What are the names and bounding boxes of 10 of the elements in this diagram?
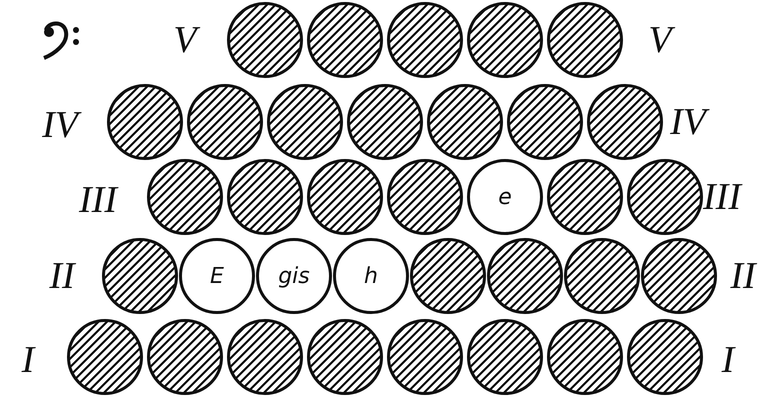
note-button: gis <box>256 238 332 314</box>
row-numeral: III <box>703 178 741 216</box>
note-button: E <box>179 238 255 314</box>
note-button: h <box>333 238 409 314</box>
row-numeral: II <box>730 257 756 295</box>
note-button: e <box>467 159 543 235</box>
row-numeral: II <box>49 257 75 295</box>
row-numeral: I <box>22 341 34 379</box>
row-numeral: III <box>79 181 117 219</box>
row-numeral: I <box>722 341 734 379</box>
